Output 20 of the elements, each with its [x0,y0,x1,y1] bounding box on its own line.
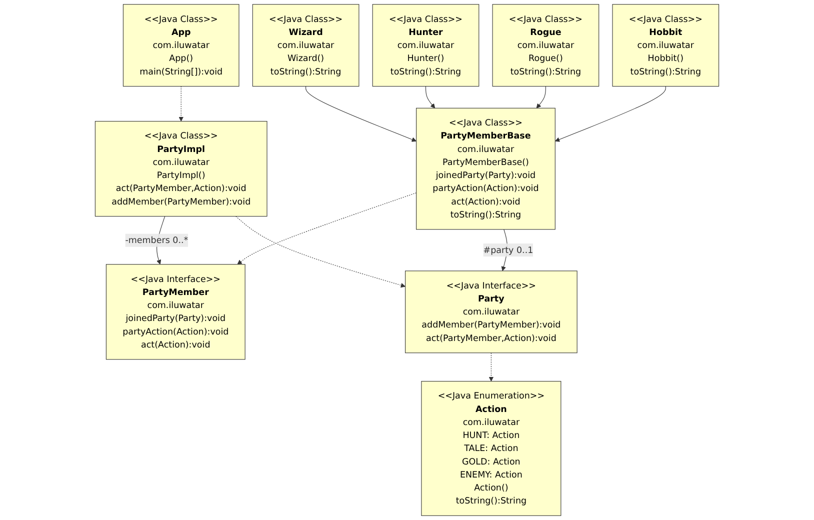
node-box: <<Java Interface>> PartyMember com.iluwatar joinedParty(Party):void partyAction(Action):void act(Action):void [106,264,246,360]
arrow [425,86,436,108]
arrow [237,192,417,265]
node-box: <<Java Class>> Wizard com.iluwatar Wizard() toString():String [252,4,360,87]
node-box: <<Java Interface>> Party com.iluwatar addMember(PartyMember):void act(PartyMember,Action):void [405,270,578,354]
node-box: <<Java Class>> PartyMemberBase com.iluwatar PartyMemberBase() joinedParty(Party):void partyAction(Action):void act(Action):void toString():String [416,108,556,230]
edge-label: -members 0..* [125,234,188,246]
node-box: <<Java Class>> PartyImpl com.iluwatar PartyImpl() act(PartyMember,Action):void addMember(PartyMember):void [94,120,268,217]
arrow [236,216,406,288]
arrow [536,86,546,108]
arrow [488,352,494,382]
node-box: <<Java Class>> App com.iluwatar App() main(String[]):void [122,4,240,87]
node-box: <<Java Enumeration>> Action com.iluwatar HUNT: Action TALE: Action GOLD: Action ENEMY: Action Action() toString():String [421,380,562,516]
arrow [554,86,666,142]
node-box: <<Java Class>> Hobbit com.iluwatar Hobbit() toString():String [612,4,720,87]
edge-label: #party 0..1 [483,244,534,256]
arrow [306,86,416,142]
node-box: <<Java Class>> Rogue com.iluwatar Rogue() toString():String [492,4,600,87]
node-box: <<Java Class>> Hunter com.iluwatar Hunter() toString():String [372,4,480,87]
arrow [178,86,184,122]
